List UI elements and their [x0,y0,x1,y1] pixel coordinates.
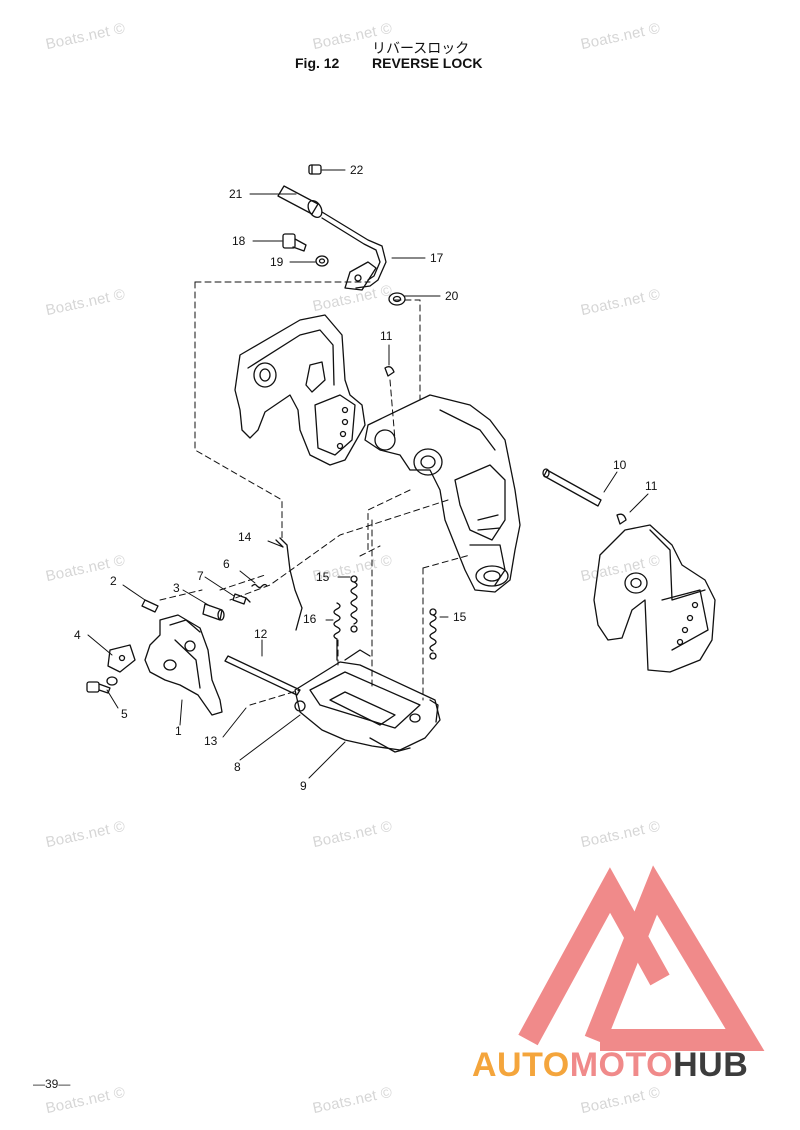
part-2-bushing [141,599,159,613]
page-number: —39— [33,1077,71,1091]
part-17-lever [321,211,387,291]
callout-label: 12 [254,627,268,641]
brand-logo-icon [518,865,765,1051]
part-11-clip [384,366,395,377]
callout-label: 18 [232,234,246,248]
part-5-bolt [86,676,118,694]
brand-text-moto: MOTO [569,1046,674,1084]
part-10-pin [542,468,602,507]
assembly-line [229,499,449,601]
assembly-line [367,489,411,551]
callout-label: 4 [74,628,81,642]
callout-label: 8 [234,760,241,774]
callout-label: 20 [445,289,459,303]
part-15-spring-lower [429,608,437,660]
part-16-spring [333,602,341,661]
left-clamp-bracket [234,314,366,466]
part-6-spring [251,583,268,589]
part-9-frame [294,649,441,753]
assembly-line [194,281,283,541]
part-20-washer [388,292,406,306]
callout-label: 1 [175,724,182,738]
callout-label: 7 [197,569,204,583]
callout-label: 10 [613,458,627,472]
callout-label: 6 [223,557,230,571]
part-19-washer [315,255,329,267]
part-15-spring [350,575,358,633]
callout-label: 3 [173,581,180,595]
callout-label: 9 [300,779,307,793]
callout-label: 15 [453,610,467,624]
part-4-plate [107,644,136,673]
assembly-line [159,589,203,601]
callout-label: 17 [430,251,444,265]
swivel-bracket [364,394,521,593]
callout-label: 22 [350,163,364,177]
part-7-bolt [232,593,251,605]
part-11-clip-right [616,513,627,525]
assembly-line [394,299,421,401]
assembly-line [359,545,381,557]
callout-label: 15 [316,570,330,584]
assembly-line [389,379,396,441]
part-21-grip [277,185,323,219]
callout-label: 19 [270,255,284,269]
callout-label: 16 [303,612,317,626]
callout-label: 11 [645,479,658,493]
callout-label: 14 [238,530,252,544]
part-3-collar [202,603,225,621]
callout-label: 11 [380,329,393,343]
part-14-rod [275,537,303,631]
part-18-bolt [282,233,307,252]
right-clamp-bracket [593,524,716,673]
brand-wordmark: AUTOMOTOHUB [472,1046,748,1085]
callout-label: 13 [204,734,218,748]
callout-label: 2 [110,574,117,588]
assembly-line [422,554,471,569]
brand-text-auto: AUTO [472,1046,570,1084]
part-22-pin [308,164,322,175]
callout-label: 21 [229,187,243,201]
brand-text-hub: HUB [673,1046,749,1084]
title-english: REVERSE LOCK [372,55,483,71]
part-12-shaft [224,655,301,696]
figure-label: Fig. 12 [295,55,340,71]
title-japanese: リバースロック [372,40,470,56]
callout-label: 5 [121,707,128,721]
part-1-arm [144,614,223,716]
assembly-line [219,574,266,591]
